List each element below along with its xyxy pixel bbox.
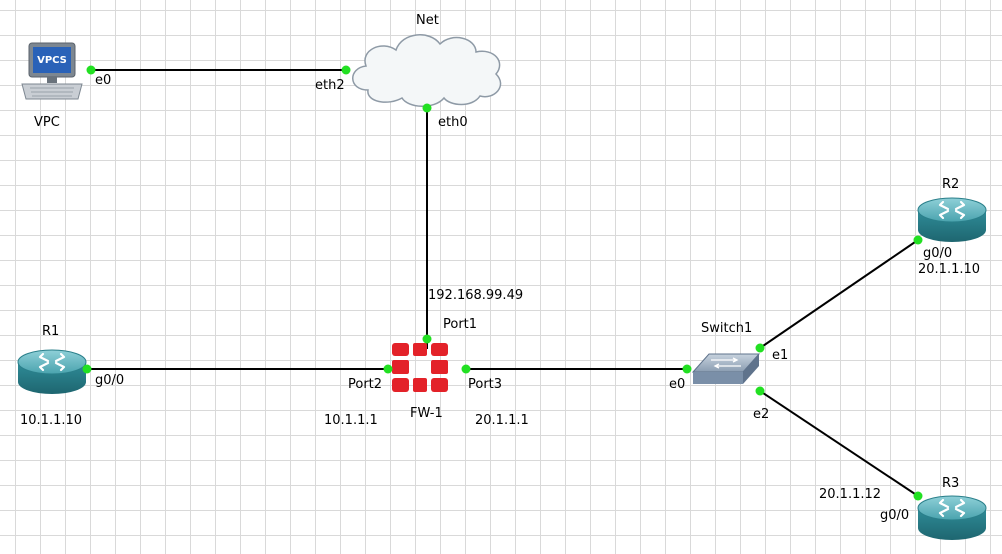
fw-port3-label: Port3 bbox=[468, 377, 503, 392]
r3-name-label: R3 bbox=[942, 476, 960, 491]
port-dot-fw-port2[interactable] bbox=[383, 364, 393, 374]
fw-port1-ip-label: 192.168.99.49 bbox=[428, 288, 524, 303]
port-dot-r3-g00[interactable] bbox=[913, 491, 923, 501]
vpc-badge: VPCS bbox=[37, 55, 67, 66]
port-dot-sw-e1[interactable] bbox=[755, 343, 765, 353]
sw-e1-label: e1 bbox=[772, 348, 789, 363]
router-r2-icon[interactable] bbox=[916, 196, 988, 244]
port-dot-r1-g00[interactable] bbox=[82, 364, 92, 374]
r3-g00-label: g0/0 bbox=[880, 508, 910, 523]
link-switch-r3[interactable] bbox=[759, 390, 919, 497]
port-dot-fw-port3[interactable] bbox=[461, 364, 471, 374]
cloud-icon[interactable] bbox=[352, 34, 502, 107]
vpc-name-label: VPC bbox=[34, 115, 60, 130]
vpc-e0-label: e0 bbox=[95, 73, 112, 88]
r1-name-label: R1 bbox=[42, 324, 60, 339]
r2-g00-label: g0/0 bbox=[923, 246, 953, 261]
port-dot-net-eth2[interactable] bbox=[341, 65, 351, 75]
port-dot-vpc-e0[interactable] bbox=[86, 65, 96, 75]
router-r3-icon[interactable] bbox=[916, 494, 988, 542]
net-eth0-label: eth0 bbox=[438, 115, 468, 130]
net-name-label: Net bbox=[416, 13, 439, 28]
fw-port3-ip-label: 20.1.1.1 bbox=[475, 413, 529, 428]
link-switch-r2[interactable] bbox=[759, 239, 919, 349]
port-dot-sw-e2[interactable] bbox=[755, 386, 765, 396]
fw-port1-label: Port1 bbox=[443, 317, 478, 332]
r2-ip-label: 20.1.1.10 bbox=[918, 262, 981, 277]
fw-name-label: FW-1 bbox=[410, 406, 443, 421]
vpc-computer-icon[interactable]: VPCS bbox=[21, 42, 83, 100]
r1-g00-label: g0/0 bbox=[95, 373, 125, 388]
sw-e2-label: e2 bbox=[753, 407, 770, 422]
sw-e0-label: e0 bbox=[669, 377, 686, 392]
switch-icon[interactable] bbox=[691, 353, 761, 384]
port-dot-fw-port1[interactable] bbox=[422, 334, 432, 344]
r3-ip-label: 20.1.1.12 bbox=[819, 487, 882, 502]
net-eth2-label: eth2 bbox=[315, 78, 345, 93]
r2-name-label: R2 bbox=[942, 177, 960, 192]
switch-name-label: Switch1 bbox=[701, 321, 753, 336]
port-dot-sw-e0[interactable] bbox=[682, 364, 692, 374]
firewall-icon[interactable] bbox=[392, 343, 448, 392]
router-r1-icon[interactable] bbox=[16, 348, 88, 396]
r1-ip-label: 10.1.1.10 bbox=[20, 413, 83, 428]
fw-port2-label: Port2 bbox=[348, 377, 383, 392]
port-dot-r2-g00[interactable] bbox=[913, 235, 923, 245]
fw-port2-ip-label: 10.1.1.1 bbox=[324, 413, 378, 428]
port-dot-net-eth0[interactable] bbox=[422, 103, 432, 113]
